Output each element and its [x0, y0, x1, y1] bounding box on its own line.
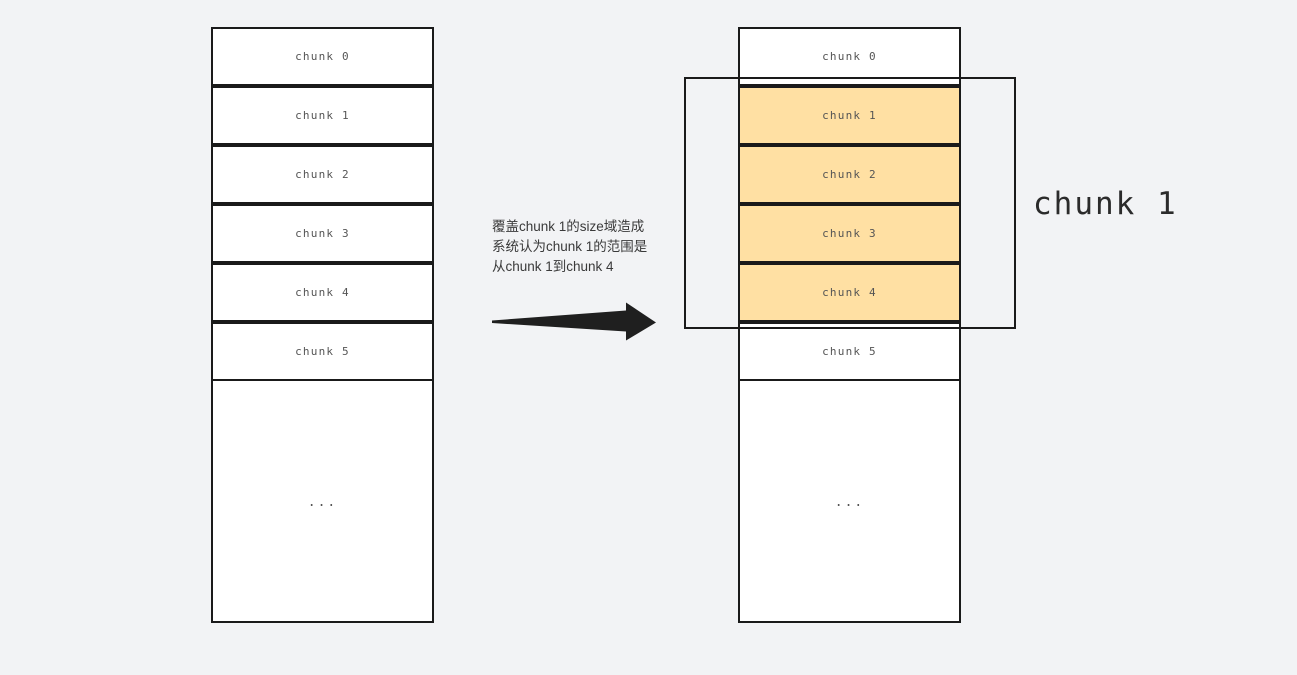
chunk-label: chunk 5	[822, 345, 877, 358]
chunk-box-left-4[interactable]: chunk 4	[211, 263, 434, 322]
chunk-label: chunk 0	[822, 50, 877, 63]
chunk-box-right-5[interactable]: chunk 5	[738, 322, 961, 381]
ellipsis-label: ...	[307, 495, 338, 510]
chunk-box-right-3[interactable]: chunk 3	[738, 204, 961, 263]
chunk-box-left-1[interactable]: chunk 1	[211, 86, 434, 145]
chunk-box-right-tail[interactable]: ...	[738, 379, 961, 623]
chunk-label: chunk 3	[295, 227, 350, 240]
chunk-label: chunk 2	[822, 168, 877, 181]
chunk-box-left-5[interactable]: chunk 5	[211, 322, 434, 381]
fake-chunk-span-rect[interactable]	[684, 77, 1016, 329]
chunk-box-left-3[interactable]: chunk 3	[211, 204, 434, 263]
corrupted-heap-column: chunk 0 chunk 1 chunk 2 chunk 3 chunk 4 …	[738, 27, 961, 623]
chunk-box-left-tail[interactable]: ...	[211, 379, 434, 623]
chunk-box-left-2[interactable]: chunk 2	[211, 145, 434, 204]
fake-chunk-caption: chunk 1	[1033, 186, 1178, 222]
chunk-box-right-0[interactable]: chunk 0	[738, 27, 961, 86]
ellipsis-label: ...	[834, 495, 865, 510]
chunk-label: chunk 3	[822, 227, 877, 240]
chunk-label: chunk 4	[295, 286, 350, 299]
chunk-label: chunk 1	[822, 109, 877, 122]
chunk-box-left-0[interactable]: chunk 0	[211, 27, 434, 86]
chunk-box-right-2[interactable]: chunk 2	[738, 145, 961, 204]
chunk-box-right-4[interactable]: chunk 4	[738, 263, 961, 322]
chunk-box-right-1[interactable]: chunk 1	[738, 86, 961, 145]
original-heap-column: chunk 0 chunk 1 chunk 2 chunk 3 chunk 4 …	[211, 27, 434, 623]
annotation-text: 覆盖chunk 1的size域造成系统认为chunk 1的范围是从chunk 1…	[492, 219, 648, 274]
chunk-label: chunk 0	[295, 50, 350, 63]
chunk-label: chunk 5	[295, 345, 350, 358]
right-arrow-icon	[490, 300, 658, 342]
chunk-label: chunk 2	[295, 168, 350, 181]
chunk-label: chunk 4	[822, 286, 877, 299]
arrow-svg	[492, 302, 656, 341]
chunk-label: chunk 1	[295, 109, 350, 122]
